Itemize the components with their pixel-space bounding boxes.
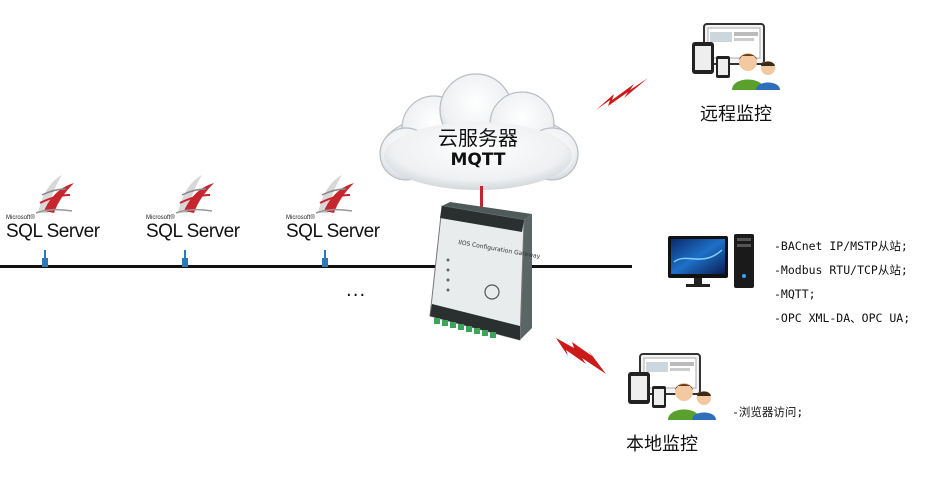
connector-stub xyxy=(44,250,46,260)
network-bus-line xyxy=(0,265,632,268)
more-nodes-ellipsis: ... xyxy=(346,280,367,301)
cloud-server: 云服务器 MQTT xyxy=(372,70,584,200)
connector-stub xyxy=(184,250,186,260)
remote-monitoring-label: 远程监控 xyxy=(700,104,772,125)
bus-connector xyxy=(322,258,328,267)
protocol-list: -BACnet IP/MSTP从站; -Modbus RTU/TCP从站; -M… xyxy=(774,234,910,330)
sql-server-logo-icon xyxy=(35,175,74,214)
sql-server-label: SQL Server xyxy=(6,221,100,242)
cloud-protocol: MQTT xyxy=(450,150,506,170)
sql-server-logo-icon xyxy=(315,175,354,214)
sql-server-label: SQL Server xyxy=(146,221,240,242)
local-monitoring-label: 本地监控 xyxy=(626,434,698,455)
sql-server-node-3: Microsoft® SQL Server xyxy=(286,173,396,243)
cloud-title: 云服务器 xyxy=(438,126,518,150)
protocol-item: -BACnet IP/MSTP从站; xyxy=(774,239,908,253)
bus-connector xyxy=(182,258,188,267)
sql-brand-label: Microsoft® xyxy=(146,215,175,221)
browser-access-note: -浏览器访问; xyxy=(732,405,804,419)
lightning-icon xyxy=(596,78,648,110)
sql-brand-label: Microsoft® xyxy=(286,215,315,221)
cloud-link xyxy=(480,186,483,210)
connector-stub xyxy=(324,250,326,260)
monitor-users-icon xyxy=(692,23,780,90)
sql-server-node-1: Microsoft® SQL Server xyxy=(6,173,116,243)
lightning-icon xyxy=(556,338,606,374)
monitor-users-icon xyxy=(628,353,716,420)
sql-brand-label: Microsoft® xyxy=(6,215,35,221)
bus-connector xyxy=(42,258,48,267)
protocol-item: -Modbus RTU/TCP从站; xyxy=(774,263,908,277)
gateway-device: IIOS Configuration Gateway xyxy=(420,200,541,350)
sql-server-label: SQL Server xyxy=(286,221,380,242)
protocol-item: -MQTT; xyxy=(774,287,816,301)
protocol-item: -OPC XML-DA、OPC UA; xyxy=(774,311,911,325)
desktop-computer-icon xyxy=(668,234,754,288)
sql-server-logo-icon xyxy=(175,175,214,214)
cloud-icon xyxy=(379,73,579,190)
sql-server-node-2: Microsoft® SQL Server xyxy=(146,173,256,243)
gateway-device-icon: IIOS Configuration Gateway xyxy=(429,202,541,341)
